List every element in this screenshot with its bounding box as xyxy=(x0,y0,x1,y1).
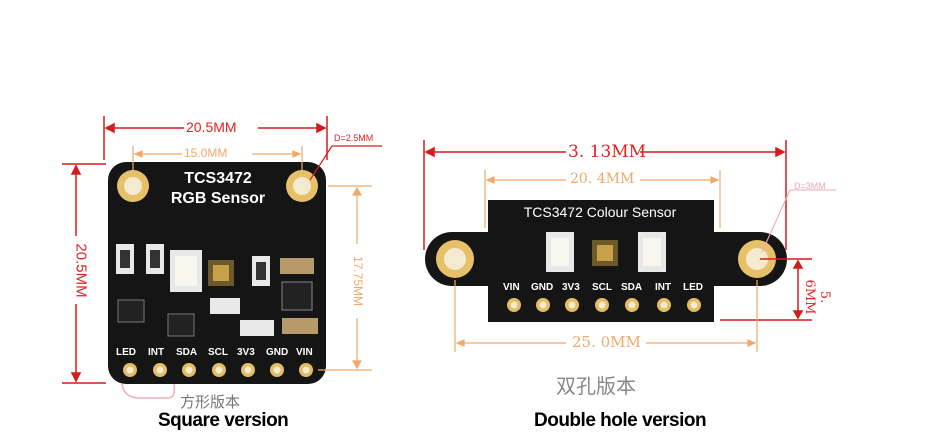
pin-label-scl: SCL xyxy=(208,347,228,358)
square-hole-diameter-leader xyxy=(309,145,382,181)
double-hole-spacing-dimension-line xyxy=(454,280,758,352)
double-pin-span-dimension-line xyxy=(484,170,721,228)
square-mount-hole-left xyxy=(117,170,149,202)
double-hole-diameter-label: D=3MM xyxy=(794,181,826,191)
pin-label-vin: VIN xyxy=(503,282,520,293)
square-mount-hole-right xyxy=(286,170,318,202)
pin-label-gnd: GND xyxy=(266,347,289,358)
pin-label-scl: SCL xyxy=(592,282,612,293)
pin-label-gnd: GND xyxy=(531,282,554,293)
square-hole-diameter-label: D=2.5MM xyxy=(334,133,374,143)
double-cn-caption: 双孔版本 xyxy=(556,374,636,398)
pin-label-led: LED xyxy=(683,282,703,293)
square-title-line1: TCS3472 xyxy=(184,170,252,187)
double-height-dimension-line xyxy=(720,258,812,321)
square-height-dimension-line xyxy=(62,163,106,384)
square-caption: Square version xyxy=(158,410,289,431)
double-mount-hole-right xyxy=(738,240,776,278)
square-hole-spacing-label: 15.0MM xyxy=(184,146,228,160)
regulator-chip xyxy=(281,281,313,311)
pin-label-sda: SDA xyxy=(621,282,643,293)
pin-label-led: LED xyxy=(116,347,136,358)
pin-label-vin: VIN xyxy=(296,347,313,358)
square-title-line2: RGB Sensor xyxy=(170,190,266,207)
transistor xyxy=(117,299,145,323)
square-pin-labels: LED INT SDA SCL 3V3 GND VIN xyxy=(116,347,320,361)
pin-label-int: INT xyxy=(655,282,672,293)
double-pin-span-label: 20. 4MM xyxy=(570,171,635,187)
pin-label-int: INT xyxy=(148,347,165,358)
smd-resistor xyxy=(240,320,274,336)
transistor xyxy=(167,313,195,337)
square-width-label: 20.5MM xyxy=(186,119,237,135)
smd-capacitor xyxy=(282,318,318,334)
pin-label-3v3: 3V3 xyxy=(237,347,255,358)
smd-resistor xyxy=(210,298,240,314)
double-width-label: 3. 13MM xyxy=(568,142,647,162)
smd-capacitor xyxy=(280,258,314,274)
square-hole-spacing-dimension-line xyxy=(132,146,303,170)
double-hole-diameter-leader xyxy=(761,189,836,253)
square-height-label: 20.5MM xyxy=(72,243,90,298)
square-cn-caption: 方形版本 xyxy=(180,393,241,411)
double-caption: Double hole version xyxy=(534,410,707,431)
double-mount-hole-left xyxy=(436,240,474,278)
double-pin-labels: VIN GND 3V3 SCL SDA INT LED xyxy=(503,282,713,296)
square-pin-bracket xyxy=(121,383,176,399)
square-pin-height-label: 17.75MM xyxy=(351,255,365,307)
square-pin-height-dimension-line xyxy=(318,185,372,371)
double-title: TCS3472 Colour Sensor xyxy=(523,204,677,220)
pin-label-3v3: 3V3 xyxy=(562,282,580,293)
square-width-dimension-line xyxy=(103,116,328,160)
pin-label-sda: SDA xyxy=(176,347,198,358)
double-hole-spacing-label: 25. 0MM xyxy=(572,333,641,351)
double-height-label: 5. 6MM xyxy=(802,279,832,315)
double-width-dimension-line xyxy=(423,140,787,250)
